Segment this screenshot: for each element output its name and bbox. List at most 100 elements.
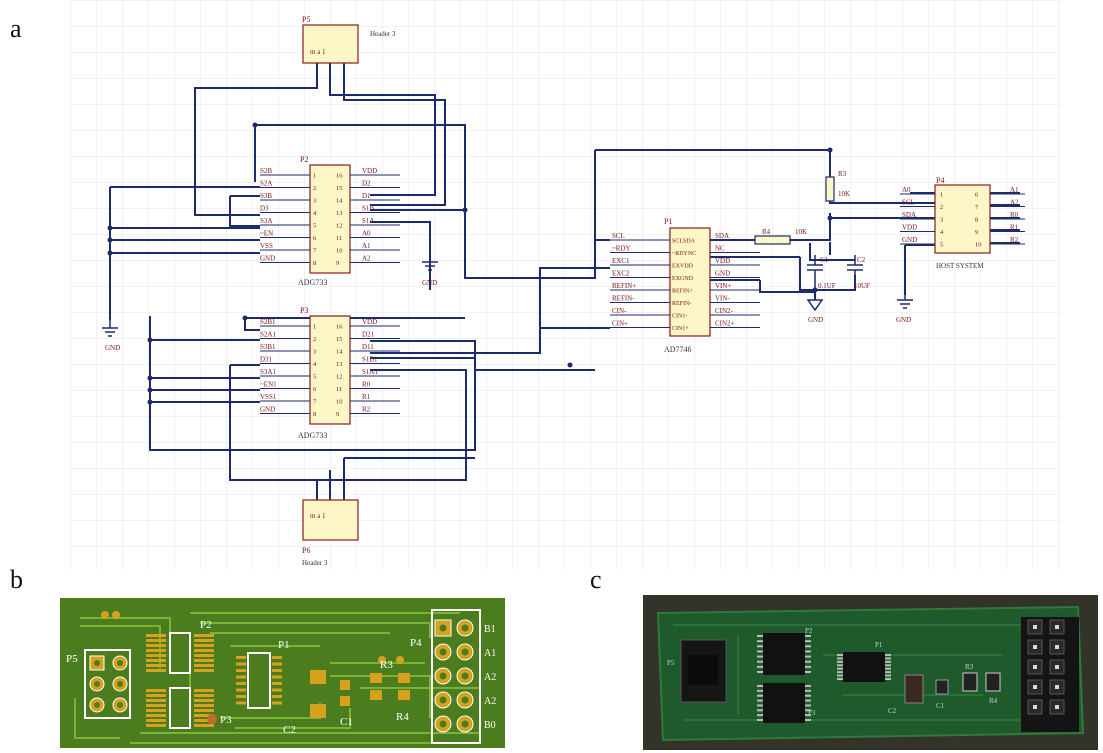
- header-pin-tip: [1033, 665, 1037, 669]
- pin-number: 12: [336, 374, 343, 381]
- chip-leg: [757, 635, 763, 637]
- pin-label: VIN+: [715, 282, 731, 290]
- smd-pad: [146, 709, 166, 712]
- chip-leg: [757, 704, 763, 707]
- pin-label: S1A1: [362, 368, 378, 376]
- smd-pad: [236, 701, 246, 705]
- chip-leg: [885, 674, 891, 677]
- drill-hole: [461, 696, 469, 704]
- pcb-c1-label: C1: [340, 716, 353, 728]
- pin-label: VDD: [715, 257, 730, 265]
- ground-icon: [102, 232, 913, 337]
- pin-label: EXC2: [612, 270, 630, 278]
- pin-number: 14: [336, 198, 343, 205]
- chip-leg: [757, 719, 763, 721]
- pcb-mount-pads: [101, 611, 120, 619]
- pin-label: D1: [362, 192, 371, 200]
- pin-label: ~RDY: [612, 245, 631, 253]
- pin-label: A1: [362, 242, 371, 250]
- header-pin-label: A2: [484, 672, 496, 683]
- drill-hole: [439, 648, 447, 656]
- chip-leg: [805, 650, 811, 653]
- pin-function: REFIN-: [672, 301, 691, 307]
- pcb-p3-label: P3: [220, 714, 232, 726]
- pin-label: S3B1: [260, 343, 276, 351]
- pcb-p2-label: P2: [200, 619, 212, 631]
- smd-pad: [194, 659, 214, 662]
- pin-label: CIN2+: [715, 320, 735, 328]
- photo-r4: [985, 672, 1001, 692]
- pin-label: VDD: [902, 224, 917, 232]
- pin-label: A2: [362, 255, 371, 263]
- drill-hole: [461, 720, 469, 728]
- smd-pad: [146, 704, 166, 707]
- pin-label: SCL: [612, 232, 625, 240]
- smd-pad: [236, 675, 246, 679]
- smd-pad: [194, 654, 214, 657]
- connector-p5: m a 1 P5 Header 3: [302, 15, 396, 64]
- pin-label: D3: [260, 205, 269, 213]
- chip-leg: [885, 671, 891, 674]
- header-pin-label: B0: [484, 720, 496, 731]
- pin-label: GND: [902, 236, 917, 244]
- header-pin-tip: [1055, 705, 1059, 709]
- pin-label: GND: [715, 270, 730, 278]
- photo-r3-label: R3: [965, 663, 974, 671]
- pin-number: 3: [313, 198, 316, 205]
- smd-pad: [272, 675, 282, 679]
- chip-leg: [805, 645, 811, 648]
- pin-number: 10: [975, 242, 982, 249]
- pin-label: A0: [362, 230, 371, 238]
- pin-number: 4: [940, 229, 944, 236]
- connector-p6: m a 1 P6 Header 3: [302, 499, 359, 567]
- capacitor-c2: C2 10UF: [847, 255, 870, 290]
- smd-pad: [146, 639, 166, 642]
- pin-number: 8: [313, 260, 316, 267]
- photo-p2-chip: [757, 633, 811, 675]
- pin-label: VSS: [260, 242, 273, 250]
- smd-pad: [194, 724, 214, 727]
- p6-ref: P6: [302, 546, 310, 555]
- c1-value: 0.1UF: [818, 282, 836, 290]
- pin-number: 1: [313, 173, 316, 180]
- photo-r3: [962, 672, 978, 692]
- pin-label: S2B1: [260, 318, 276, 326]
- pin-function: EXGND: [672, 276, 694, 282]
- smd-pad: [194, 634, 214, 637]
- smd-pad: [236, 695, 246, 698]
- chip-leg: [805, 704, 811, 707]
- pcb-p5-label: P5: [66, 653, 78, 665]
- pin-label: VDD: [362, 318, 377, 326]
- pin-number: 6: [313, 235, 317, 242]
- header-pin-label: A2: [484, 696, 496, 707]
- capacitor-c1: C1 0.1UF: [807, 255, 836, 290]
- panel-label-b: b: [10, 565, 23, 594]
- p1-part: AD7746: [664, 345, 692, 354]
- junction-dots: [107, 122, 833, 405]
- pin-label: SDA: [715, 232, 729, 240]
- pin-label: SCL: [902, 199, 915, 207]
- chip-p3: P3 ADG733 S2B11S2A12S3B13D314S3A15~EN16V…: [260, 306, 400, 440]
- pin-number: 7: [313, 248, 317, 255]
- r4-value: 10K: [795, 228, 807, 236]
- pin-label: S1A: [362, 217, 374, 225]
- pin-label: R0: [362, 381, 371, 389]
- pin-number: 7: [313, 399, 317, 406]
- pin-label: S3B: [260, 192, 272, 200]
- pin-label: CIN2-: [715, 307, 734, 315]
- p4-name: HOST SYSTEM: [936, 262, 984, 270]
- smd-pad: [194, 649, 214, 652]
- pin-label: R2: [362, 406, 371, 414]
- pin-label: GND: [260, 255, 275, 263]
- chip-p2: P2 ADG733 S2B1S2A2S3B3D34S3A5~EN6VSS7GND…: [260, 155, 400, 287]
- chip-leg: [837, 674, 843, 677]
- chip-leg: [837, 678, 843, 680]
- header-pin-tip: [1055, 685, 1059, 689]
- header-pin-tip: [1033, 645, 1037, 649]
- chip-leg: [757, 709, 763, 712]
- photo-p4-header: [1021, 617, 1079, 732]
- c2-ref: C2: [857, 256, 866, 264]
- drill-hole: [461, 648, 469, 656]
- smd-pad: [146, 644, 166, 647]
- pin-label: R1: [362, 393, 371, 401]
